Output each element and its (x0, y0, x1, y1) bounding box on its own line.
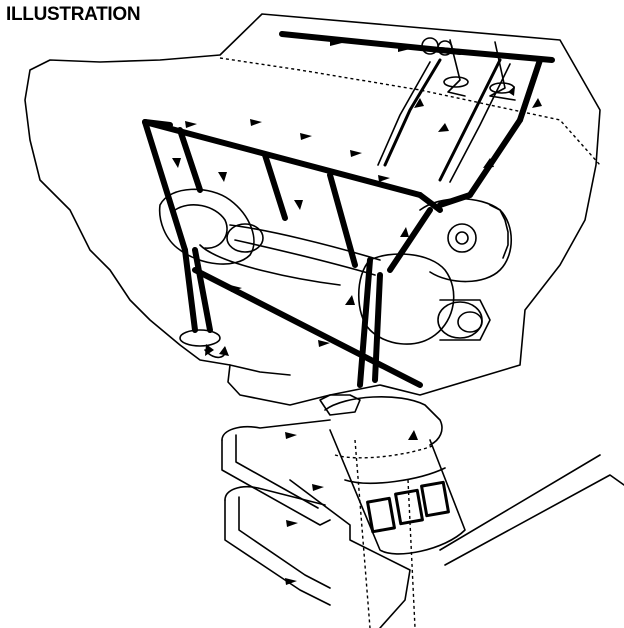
filter-feed-line (192, 207, 433, 388)
rocker-shaft (279, 31, 463, 55)
push-rods (377, 58, 511, 183)
main-oil-gallery (142, 117, 523, 268)
gallery-tube (142, 119, 423, 198)
flow-arrows (172, 40, 542, 585)
oil-filter (319, 394, 466, 555)
oil-pickup (179, 247, 229, 359)
crankshaft (158, 188, 381, 286)
engine-block-outline (24, 13, 601, 406)
oil-cooler-lines (221, 419, 331, 606)
oil-pan (289, 439, 624, 628)
timing-gear (419, 197, 512, 283)
illustration-title: ILLUSTRATION (6, 4, 141, 25)
oil-pump (357, 253, 491, 345)
